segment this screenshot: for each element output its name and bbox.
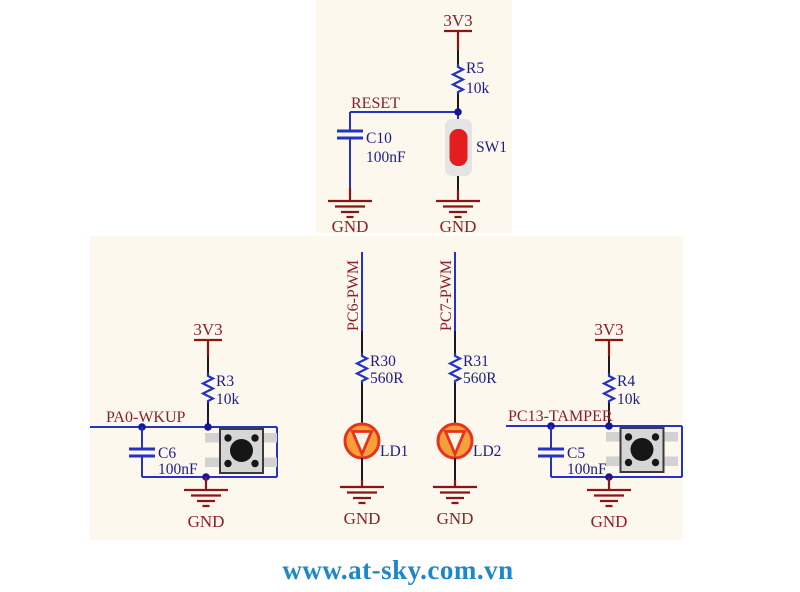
- gnd-symbol: [436, 199, 480, 219]
- resistor-value: 560R: [370, 370, 404, 387]
- resistor-ref: R4: [617, 373, 635, 390]
- power-3v3-label: 3V3: [594, 320, 623, 339]
- resistor-symbol-r3: [200, 373, 216, 403]
- gnd-label: GND: [440, 217, 477, 236]
- gnd-label: GND: [344, 509, 381, 528]
- net-label-pa0-wkup: PA0-WKUP: [106, 409, 186, 426]
- led1-circuit: PC6-PWM R30 560R LD1 GND: [340, 252, 408, 528]
- led-ref: LD1: [380, 443, 408, 460]
- button-corner-pin: [651, 433, 660, 441]
- junction-dot: [605, 422, 613, 430]
- gnd-label: GND: [591, 512, 628, 531]
- reset-switch-button[interactable]: [449, 129, 468, 166]
- junction-dot: [454, 108, 462, 116]
- reset-circuit: 3V3 R5 10k RESET C10 100nF GND SW1 GND: [328, 11, 507, 236]
- tamper-circuit: 3V3 R4 10k PC13-TAMPER C5 100nF: [506, 320, 683, 531]
- junction-dot: [204, 423, 212, 431]
- capacitor-value: 100nF: [567, 461, 607, 478]
- tamper-net-wire: [506, 425, 683, 478]
- resistor-ref: R31: [463, 353, 489, 370]
- gnd-label: GND: [188, 512, 225, 531]
- button-corner-pin: [624, 458, 633, 467]
- button-corner-pin: [224, 434, 232, 442]
- resistor-symbol-r31: [447, 353, 463, 383]
- resistor-value: 10k: [617, 391, 641, 408]
- gnd-label: GND: [332, 217, 369, 236]
- capacitor-symbol-c10: [337, 129, 363, 140]
- led-triangle: [443, 430, 467, 458]
- resistor-ref: R3: [216, 373, 234, 390]
- capacitor-ref: C5: [567, 445, 585, 462]
- button-corner-pin: [624, 433, 633, 441]
- button-corner-pin: [251, 434, 259, 442]
- net-label-pc13-tamper: PC13-TAMPER: [508, 408, 613, 425]
- button-plunger[interactable]: [230, 439, 253, 462]
- net-label-pc6-pwm: PC6-PWM: [345, 260, 362, 331]
- gnd-symbol: [433, 485, 477, 505]
- resistor-symbol-r30: [354, 353, 370, 383]
- net-label-reset: RESET: [351, 95, 400, 112]
- wakeup-push-button[interactable]: [205, 428, 277, 474]
- resistor-ref: R5: [466, 60, 484, 77]
- gnd-symbol: [340, 485, 384, 505]
- resistor-ref: R30: [370, 353, 396, 370]
- resistor-value: 10k: [216, 391, 240, 408]
- power-3v3-label: 3V3: [443, 11, 472, 30]
- power-3v3-label: 3V3: [193, 320, 222, 339]
- capacitor-value: 100nF: [366, 149, 406, 166]
- button-corner-pin: [224, 459, 232, 468]
- tamper-push-button[interactable]: [606, 427, 678, 473]
- capacitor-symbol-c6: [129, 447, 155, 458]
- gnd-label: GND: [437, 509, 474, 528]
- capacitor-symbol-c5: [538, 447, 564, 458]
- led-ref: LD2: [473, 443, 501, 460]
- led-triangle: [350, 430, 374, 458]
- resistor-value: 10k: [466, 80, 490, 97]
- capacitor-ref: C6: [158, 445, 176, 462]
- gnd-symbol: [184, 488, 228, 508]
- switch-ref: SW1: [476, 139, 507, 156]
- capacitor-ref: C10: [366, 130, 392, 147]
- resistor-symbol-r5: [450, 64, 466, 94]
- led2-circuit: PC7-PWM R31 560R LD2 GND: [433, 252, 501, 528]
- top-schematic-panel: [316, 0, 512, 233]
- capacitor-value: 100nF: [158, 461, 198, 478]
- gnd-symbol: [587, 488, 631, 508]
- wakeup-circuit: 3V3 R3 10k PA0-WKUP C6 100nF: [90, 320, 278, 531]
- gnd-symbol: [328, 199, 372, 219]
- watermark-link[interactable]: www.at-sky.com.vn: [282, 555, 513, 585]
- button-corner-pin: [251, 459, 259, 468]
- button-plunger[interactable]: [630, 438, 654, 461]
- button-corner-pin: [651, 458, 660, 467]
- resistor-value: 560R: [463, 370, 497, 387]
- resistor-symbol-r4: [601, 373, 617, 403]
- net-label-pc7-pwm: PC7-PWM: [438, 260, 455, 331]
